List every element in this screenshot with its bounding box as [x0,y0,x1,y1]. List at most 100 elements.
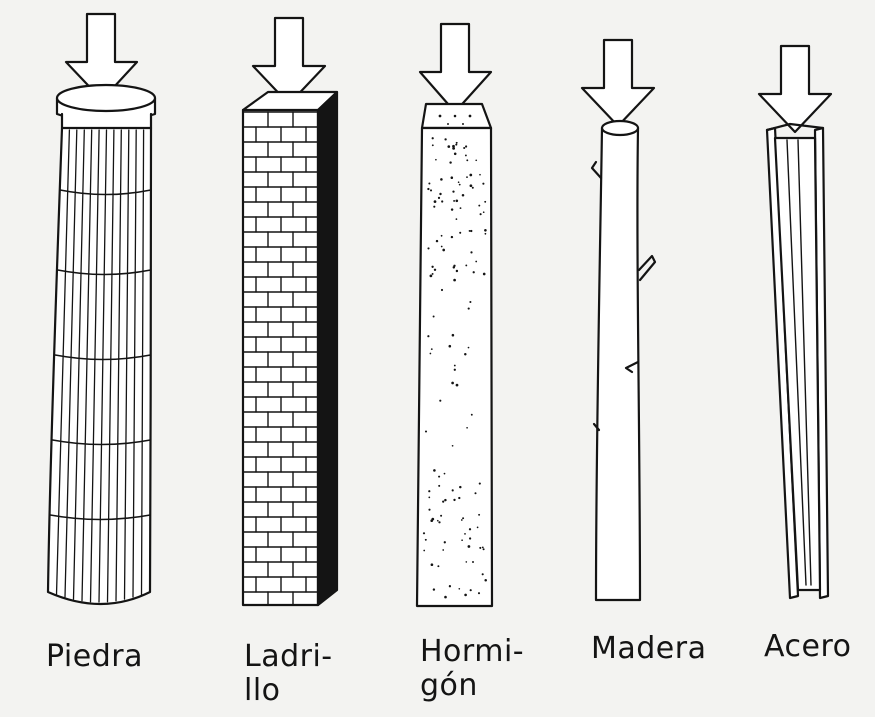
concrete-speckle [442,500,444,502]
concrete-speckle [465,264,467,266]
concrete-speckle [469,115,472,118]
concrete-speckle [433,316,435,318]
concrete-speckle [456,142,458,144]
concrete-speckle [432,273,434,275]
concrete-speckle [428,490,430,492]
concrete-column [417,24,492,606]
concrete-speckle [427,247,429,249]
concrete-speckle [459,486,461,488]
concrete-speckle [463,147,465,149]
steel-i-beam [767,124,828,598]
concrete-speckle [423,550,425,552]
concrete-speckle [441,289,443,291]
concrete-speckle [469,174,472,177]
concrete-speckle [439,115,442,118]
stone-shaft [48,128,151,604]
concrete-speckle [482,183,484,185]
concrete-speckle [470,184,473,187]
concrete-speckle [484,579,487,582]
concrete-speckle [444,473,446,475]
concrete-speckle [465,145,467,147]
concrete-speckle [485,233,487,235]
label-piedra: Piedra [46,640,143,674]
concrete-speckle [452,190,454,192]
concrete-speckle [427,335,429,337]
concrete-speckle [484,229,487,232]
concrete-speckle [483,273,486,276]
concrete-speckle [466,159,468,161]
concrete-speckle [456,270,458,272]
concrete-speckle [461,539,463,541]
concrete-speckle [454,369,456,371]
label-ladrillo: Ladri- llo [244,640,333,708]
concrete-speckle [465,561,467,563]
concrete-speckle [475,261,477,263]
concrete-speckle [466,427,468,429]
concrete-speckle [458,497,460,499]
concrete-speckle [470,251,472,253]
concrete-speckle [461,519,463,521]
concrete-speckle [465,154,467,156]
concrete-speckle [454,365,456,367]
concrete-speckle [432,137,434,139]
concrete-speckle [431,518,434,521]
concrete-load-arrow [420,24,491,112]
concrete-speckle [479,483,481,485]
concrete-speckle [472,187,474,189]
concrete-speckle [427,188,429,190]
concrete-speckle [475,159,477,161]
concrete-speckle [434,269,436,271]
concrete-speckle [444,541,446,543]
concrete-speckle [479,547,481,549]
concrete-speckle [423,532,425,534]
stone-column [48,14,155,604]
stone-capital [57,85,155,132]
concrete-speckle [462,123,464,125]
concrete-speckle [438,476,440,478]
concrete-speckle [437,565,439,567]
concrete-speckle [430,353,432,355]
label-acero: Acero [764,630,851,664]
concrete-speckle [444,596,447,599]
concrete-speckle [478,205,480,207]
label-hormigon: Hormi- gón [420,635,524,703]
concrete-speckle [430,275,433,278]
concrete-speckle [435,159,437,161]
concrete-speckle [433,588,435,590]
concrete-speckle [436,240,438,242]
concrete-speckle [458,181,460,183]
concrete-speckle [438,197,440,199]
wood-log [592,121,655,600]
concrete-speckle [441,246,443,248]
concrete-speckle [452,489,454,491]
concrete-speckle [464,353,466,355]
concrete-speckle [431,266,433,268]
concrete-speckle [431,563,434,566]
concrete-speckle [468,347,470,349]
concrete-speckle [464,594,467,597]
concrete-speckle [484,201,486,203]
concrete-speckle [438,485,440,487]
concrete-speckle [460,207,462,209]
concrete-speckle [434,200,437,203]
concrete-speckle [433,469,436,472]
concrete-speckle [469,528,471,530]
concrete-speckle [469,230,471,232]
concrete-speckle [451,236,453,238]
concrete-speckle [449,345,452,348]
concrete-speckle [470,589,472,591]
concrete-speckle [472,561,474,563]
concrete-speckle [456,384,459,387]
concrete-speckle [478,514,480,516]
concrete-speckle [456,218,458,220]
concrete-speckle [462,194,465,197]
concrete-speckle [479,174,481,176]
concrete-speckle [455,144,457,146]
steel-load-arrow [759,46,831,132]
concrete-speckle [442,249,445,252]
concrete-speckle [473,271,475,273]
concrete-speckle [453,200,455,202]
concrete-speckle [480,213,482,215]
concrete-shaft [417,104,492,606]
